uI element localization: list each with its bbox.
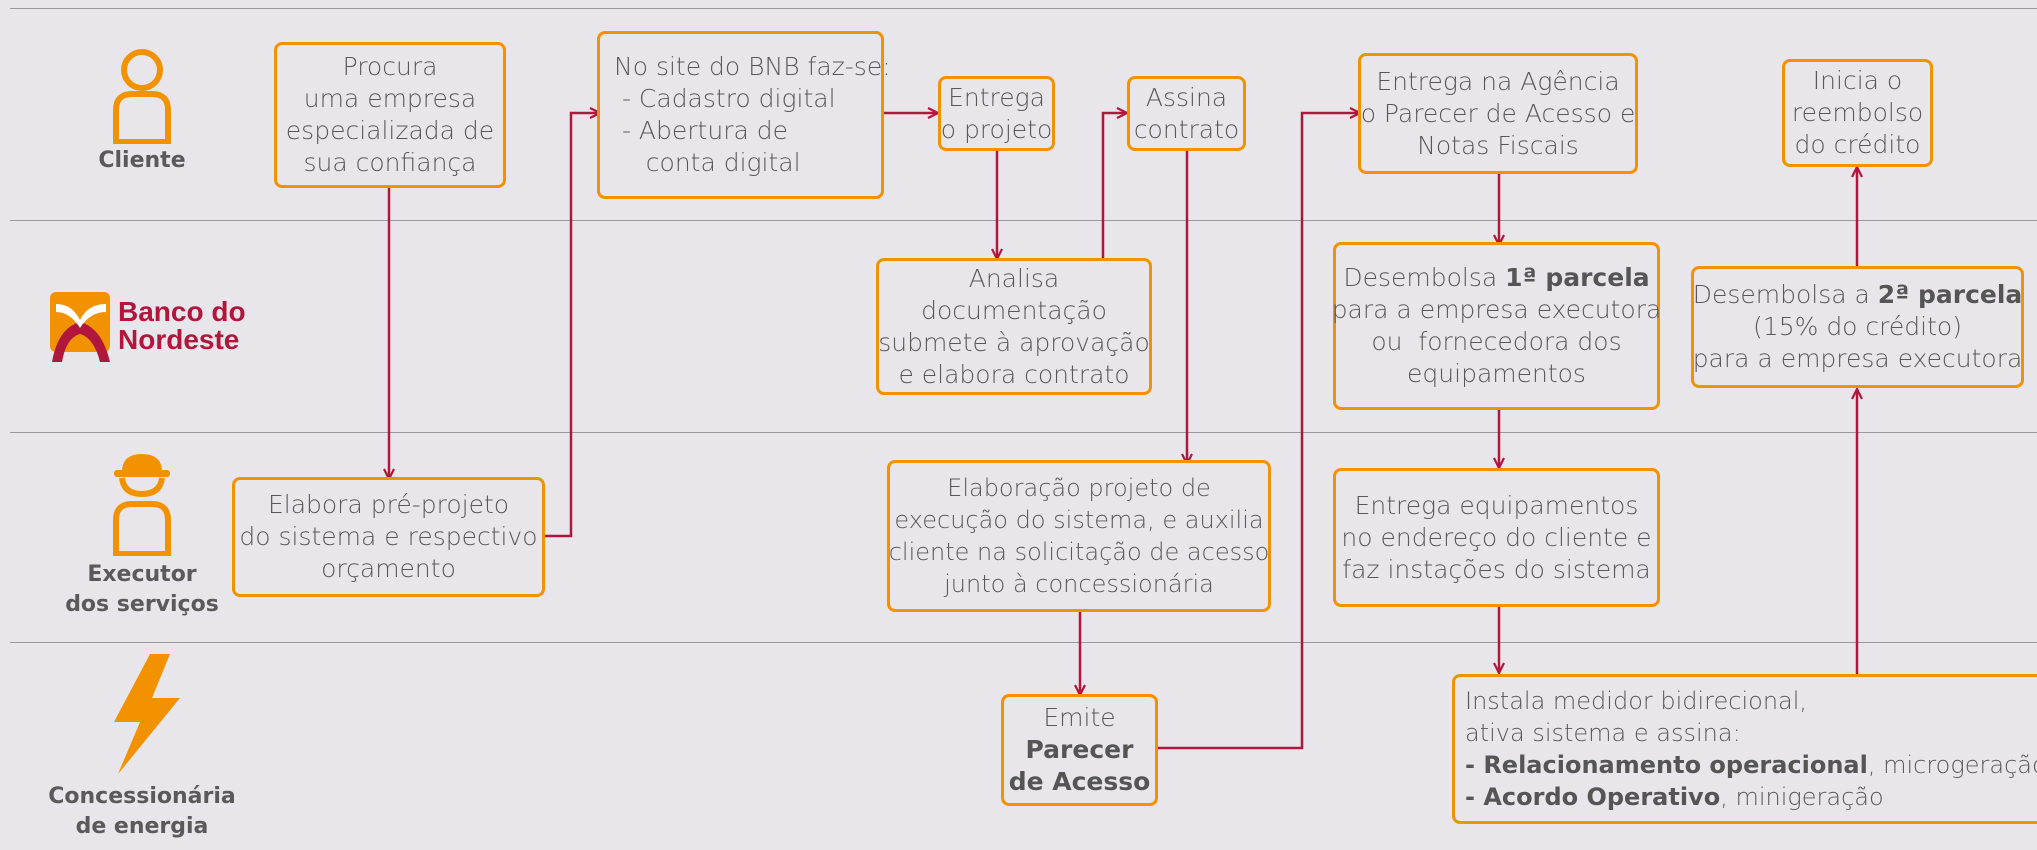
box-procura-line1: Procura bbox=[342, 52, 438, 81]
box-elaboracao-line2: execução do sistema, e auxilia bbox=[894, 506, 1264, 534]
instala-text-1: , microgeração bbox=[1867, 751, 2037, 779]
box-site-bnb-line2: - Cadastro digital bbox=[614, 84, 836, 113]
box-desembolsa-1-line3: ou fornecedora dos bbox=[1371, 327, 1622, 356]
box-site-bnb: No site do BNB faz-se: - Cadastro digita… bbox=[597, 31, 891, 199]
box-desembolsa-1-line4: equipamentos bbox=[1407, 359, 1586, 388]
arrow-elabora-to-site bbox=[545, 113, 600, 538]
box-elabora-pre: Elabora pré-projeto do sistema e respect… bbox=[232, 477, 545, 597]
lane-divider-1 bbox=[10, 220, 2037, 221]
box-procura-line3: especializada de bbox=[285, 116, 495, 145]
box-desembolsa-1-line2: para a empresa executora bbox=[1331, 295, 1662, 324]
lane-divider-3 bbox=[10, 642, 2037, 643]
box-desembolsa-2: Desembolsa a 2ª parcela (15% do crédito)… bbox=[1691, 266, 2024, 388]
box-elaboracao-line4: junto à concessionária bbox=[944, 570, 1214, 598]
box-desembolsa-2-line1: Desembolsa a 2ª parcela bbox=[1693, 279, 2023, 311]
lane-label-concessionaria-line1: Concessionária bbox=[48, 784, 236, 809]
box-entrega-projeto-line1: Entrega bbox=[948, 82, 1045, 112]
box-entrega-equip-line3: faz instações do sistema bbox=[1342, 554, 1651, 584]
box-elaboracao: Elaboração projeto de execução do sistem… bbox=[887, 460, 1271, 612]
box-inicia-line1: Inicia o bbox=[1812, 66, 1903, 95]
desembolsa-1-bold: 1ª parcela bbox=[1505, 263, 1650, 292]
box-analisa-line4: e elabora contrato bbox=[898, 359, 1130, 389]
box-inicia-line3: do crédito bbox=[1794, 130, 1921, 159]
lane-label-concessionaria: Concessionária de energia bbox=[40, 782, 244, 842]
box-emite: Emite Parecer de Acesso bbox=[1001, 694, 1158, 806]
box-instala-line3: - Relacionamento operacional, microgeraç… bbox=[1465, 749, 2037, 781]
lane-label-executor-line1: Executor bbox=[87, 562, 197, 587]
box-elabora-pre-line2: do sistema e respectivo bbox=[239, 522, 538, 551]
emite-bold-1: Parecer bbox=[1025, 735, 1134, 764]
box-entrega-projeto-line2: o projeto bbox=[940, 114, 1053, 144]
person-icon bbox=[113, 49, 171, 144]
box-site-bnb-line4: conta digital bbox=[614, 148, 801, 177]
box-site-bnb-line3: - Abertura de bbox=[614, 116, 788, 145]
box-analisa-line1: Analisa bbox=[968, 263, 1060, 293]
box-elabora-pre-line1: Elabora pré-projeto bbox=[267, 490, 510, 519]
box-elabora-pre-line3: orçamento bbox=[321, 554, 456, 583]
bank-name-line2: Nordeste bbox=[118, 324, 240, 355]
box-assina-line1: Assina bbox=[1145, 82, 1228, 112]
box-desembolsa-1: Desembolsa 1ª parcela para a empresa exe… bbox=[1331, 242, 1662, 410]
box-instala-line4: - Acordo Operativo, minigeração bbox=[1465, 781, 1884, 813]
lane-label-executor-line2: dos serviços bbox=[65, 592, 219, 617]
arrow-emite-to-agencia bbox=[1157, 113, 1360, 750]
box-entrega-agencia-line3: Notas Fiscais bbox=[1417, 130, 1579, 160]
box-inicia-line2: reembolso bbox=[1791, 98, 1924, 127]
box-emite-line1: Emite bbox=[1043, 703, 1116, 732]
instala-text-2: , minigeração bbox=[1720, 783, 1884, 811]
box-entrega-equip: Entrega equipamentos no endereço do clie… bbox=[1333, 468, 1660, 607]
box-instala-line1: Instala medidor bidirecional, bbox=[1465, 687, 1808, 715]
box-emite-line3: de Acesso bbox=[1009, 766, 1151, 798]
bank-name-line1: Banco do bbox=[118, 296, 246, 327]
box-elaboracao-line3: cliente na solicitação de acesso bbox=[888, 538, 1270, 566]
box-procura-line2: uma empresa bbox=[303, 84, 477, 113]
box-instala-line2: ativa sistema e assina: bbox=[1465, 719, 1741, 747]
lane-label-concessionaria-line2: de energia bbox=[75, 814, 209, 839]
bank-name: Banco do Nordeste bbox=[118, 298, 246, 354]
box-analisa-line3: submete à aprovação bbox=[878, 327, 1150, 357]
box-assina-line2: contrato bbox=[1133, 114, 1240, 144]
box-entrega-equip-line1: Entrega equipamentos bbox=[1354, 490, 1639, 520]
instala-bold-1: - Relacionamento operacional bbox=[1465, 751, 1868, 779]
box-desembolsa-2-line2: (15% do crédito) bbox=[1753, 312, 1962, 341]
box-desembolsa-2-line3: para a empresa executora bbox=[1692, 344, 2023, 373]
lightning-icon bbox=[114, 654, 180, 774]
box-entrega-projeto: Entrega o projeto bbox=[938, 76, 1055, 151]
lane-divider-2 bbox=[10, 432, 2037, 433]
box-elaboracao-line1: Elaboração projeto de bbox=[947, 474, 1211, 502]
box-entrega-agencia-line2: o Parecer de Acesso e bbox=[1360, 98, 1636, 128]
box-instala: Instala medidor bidirecional, ativa sist… bbox=[1452, 674, 2037, 824]
box-analisa-line2: documentação bbox=[921, 295, 1107, 325]
lane-label-executor: Executor dos serviços bbox=[60, 560, 224, 620]
box-site-bnb-line1: No site do BNB faz-se: bbox=[614, 52, 891, 81]
box-entrega-equip-line2: no endereço do cliente e bbox=[1341, 522, 1652, 552]
lane-label-cliente: Cliente bbox=[98, 148, 186, 173]
box-procura: Procura uma empresa especializada de sua… bbox=[274, 42, 506, 188]
box-inicia: Inicia o reembolso do crédito bbox=[1782, 59, 1933, 167]
box-analisa: Analisa documentação submete à aprovação… bbox=[876, 258, 1152, 395]
box-desembolsa-1-line1: Desembolsa 1ª parcela bbox=[1343, 262, 1649, 294]
desembolsa-2-bold: 2ª parcela bbox=[1877, 280, 2023, 309]
box-procura-line4: sua confiança bbox=[303, 148, 477, 177]
box-entrega-agencia: Entrega na Agência o Parecer de Acesso e… bbox=[1358, 53, 1638, 174]
bank-logo-icon bbox=[50, 292, 110, 362]
lane-divider-top bbox=[10, 8, 2037, 9]
desembolsa-1-prefix: Desembolsa bbox=[1343, 263, 1506, 292]
desembolsa-2-prefix: Desembolsa a bbox=[1692, 280, 1878, 309]
box-emite-line2: Parecer bbox=[1026, 734, 1134, 766]
emite-bold-2: de Acesso bbox=[1008, 767, 1151, 796]
box-assina: Assina contrato bbox=[1127, 76, 1246, 151]
box-entrega-agencia-line1: Entrega na Agência bbox=[1376, 66, 1620, 96]
instala-bold-2: - Acordo Operativo bbox=[1465, 783, 1721, 811]
arrow-analisa-to-assina bbox=[1101, 113, 1127, 259]
worker-icon bbox=[113, 454, 171, 556]
